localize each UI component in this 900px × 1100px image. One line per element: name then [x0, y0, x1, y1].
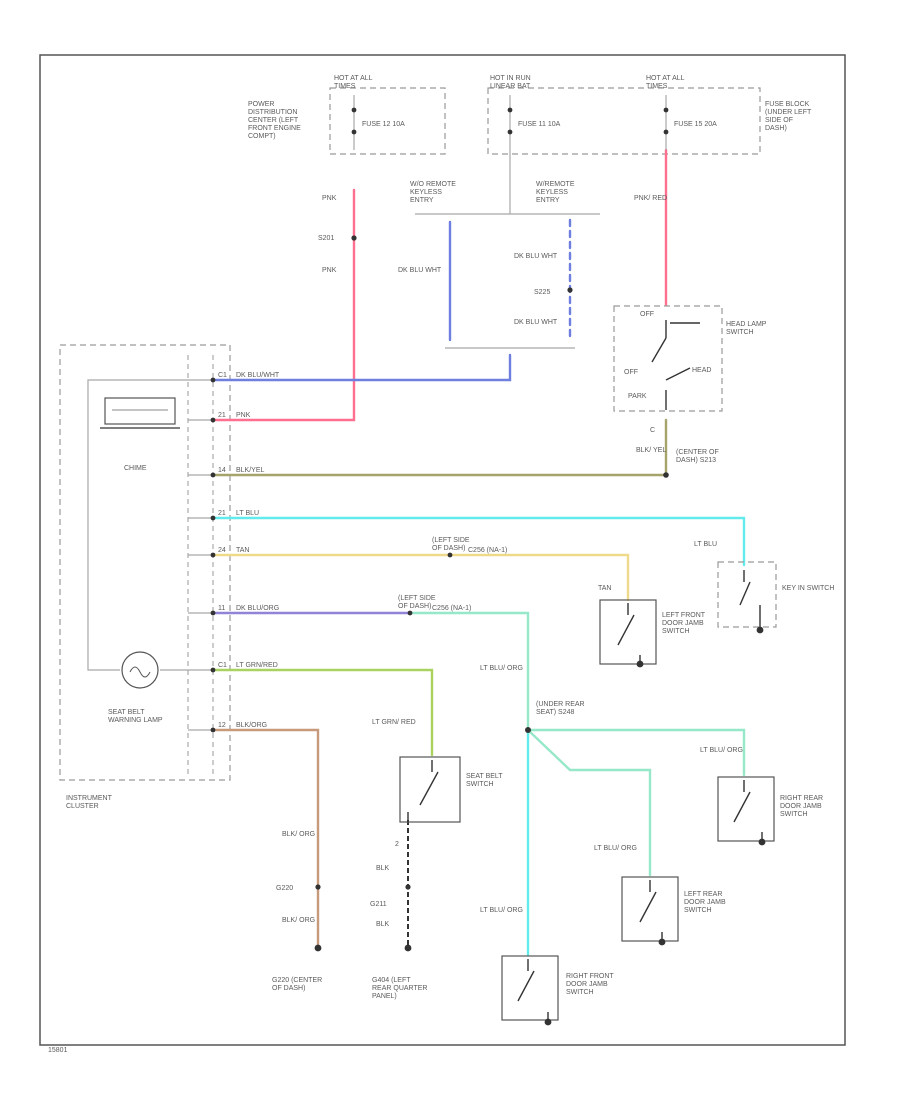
label-off: OFF: [624, 369, 638, 376]
rf-door-switch-icon: [501, 955, 559, 1022]
label-tan-2: TAN: [598, 585, 611, 592]
instrument-cluster-box: [59, 344, 231, 781]
label-dkblu-wht-1: DK BLU WHT: [398, 267, 442, 274]
label-w-ltgrn-red: LT GRN/RED: [236, 662, 278, 669]
label-pin-2: 2: [395, 841, 399, 848]
diagram-frame: [39, 54, 846, 1046]
label-fuse15: FUSE 15 20A: [674, 121, 717, 128]
wire-cyan-ltblu: [211, 516, 746, 567]
label-c-ln-1: C256 (NA-1): [468, 547, 507, 554]
key-in-switch-icon: [717, 561, 777, 630]
label-pin-24: 24: [218, 547, 226, 554]
headlamp-switch-box: [613, 305, 723, 412]
label-pnk-1: PNK: [322, 195, 337, 202]
label-w-dkblu-wht: DK BLU/WHT: [236, 372, 280, 379]
label-ltblu-org-2: LT BLU/ ORG: [700, 747, 743, 754]
label-pin-12: 12: [218, 722, 226, 729]
wire-blue-keyless: [211, 353, 512, 382]
seat-belt-lamp-icon: [121, 651, 159, 689]
label-blk-yel: BLK/ YEL: [636, 447, 666, 454]
label-w-ltblu: LT BLU: [236, 510, 259, 517]
label-w-pnk: PNK: [236, 412, 251, 419]
wire-olive-blkyel: [211, 418, 668, 477]
label-pin-c1a: C1: [218, 372, 227, 379]
wire-brown-blkorg: [211, 728, 320, 947]
wire-mint-lr-door: [526, 728, 652, 877]
label-key-in-switch: KEY IN SWITCH: [782, 585, 834, 592]
wire-pink-fuse12: [211, 188, 356, 422]
label-blk-1: BLK: [376, 865, 390, 872]
label-chime: CHIME: [124, 465, 147, 472]
label-ltblu-org-3: LT BLU/ ORG: [594, 845, 637, 852]
label-w-blk-org: BLK/ORG: [236, 722, 267, 729]
lr-door-switch-icon: [621, 876, 679, 942]
label-pin-14: 14: [218, 467, 226, 474]
label-pin-c1b: C1: [218, 662, 227, 669]
wire-mint-rr-door: [526, 728, 746, 777]
label-ltblu-org-1: LT BLU/ ORG: [480, 665, 523, 672]
label-pin-21a: 21: [218, 412, 226, 419]
label-pnk-2: PNK: [322, 267, 337, 274]
label-c-ln-2: C256 (NA-1): [432, 605, 471, 612]
label-ltgrn-red-2: LT GRN/ RED: [372, 719, 416, 726]
label-off-top: OFF: [640, 311, 654, 318]
label-w-tan: TAN: [236, 547, 249, 554]
label-blk-org-2: BLK/ ORG: [282, 917, 315, 924]
label-head: HEAD: [692, 367, 711, 374]
label-g211: G211: [370, 901, 387, 908]
label-blk-2: BLK: [376, 921, 390, 928]
wire-tan: [211, 553, 630, 602]
lf-door-switch-icon: [599, 599, 657, 665]
seat-belt-switch-icon: [399, 756, 461, 823]
cluster-internal-loop: [87, 379, 213, 671]
label-park: PARK: [628, 393, 647, 400]
rr-door-switch-icon: [717, 776, 775, 842]
label-blk-org-1: BLK/ ORG: [282, 831, 315, 838]
label-pnk-red: PNK/ RED: [634, 195, 667, 202]
wire-green-ltgrnred: [211, 668, 434, 757]
label-lt-blu-key: LT BLU: [694, 541, 717, 548]
label-dkblu-wht-3: DK BLU WHT: [514, 319, 558, 326]
label-g220-1: G220: [276, 885, 293, 892]
label-footer: 15801: [48, 1047, 68, 1054]
label-pin-c: C: [650, 427, 655, 434]
wire-mint-ltbluorg: [408, 611, 530, 732]
label-s225: S225: [534, 289, 550, 296]
fuse-block-box: [487, 87, 761, 155]
label-pin-11: 11: [218, 605, 225, 612]
label-s201: S201: [318, 235, 334, 242]
terminals: [210, 107, 766, 1026]
headlamp-switch-icon: [651, 320, 700, 410]
label-dkblu-wht-2: DK BLU WHT: [514, 253, 558, 260]
label-fuse11: FUSE 11 10A: [518, 121, 561, 128]
chime-icon: [100, 397, 180, 429]
label-w-dkblu-org: DK BLU/ORG: [236, 605, 279, 612]
label-fuse12: FUSE 12 10A: [362, 121, 405, 128]
label-w-blk-yel: BLK/YEL: [236, 467, 265, 474]
label-pin-21b: 21: [218, 510, 226, 517]
label-ltblu-org-4: LT BLU/ ORG: [480, 907, 523, 914]
